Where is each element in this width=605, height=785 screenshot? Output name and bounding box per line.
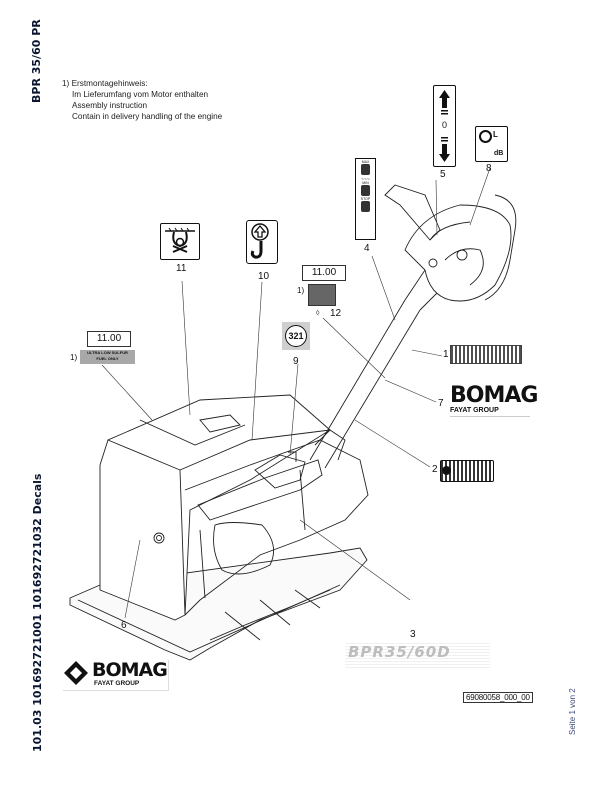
turtle-icon: [361, 185, 370, 196]
decal-1-warnings: [450, 345, 522, 364]
throttle-stop-label: STOP: [360, 197, 371, 201]
footnote-marker-12: 1): [297, 286, 305, 295]
price-box-fuel: 11.00: [87, 331, 131, 347]
decal-side-stripe: BPR35/60D: [345, 643, 490, 668]
handle-shaft: [309, 299, 421, 469]
callout-9: 9: [293, 356, 299, 367]
decal-10-lifting-point: [246, 220, 278, 264]
callout-3: 3: [410, 629, 416, 640]
callout-4: 4: [364, 243, 370, 254]
decal-9-text: 321: [285, 325, 307, 347]
decal-5-direction: 0: [433, 85, 456, 167]
decal-11-lift-warning: [160, 223, 200, 260]
footer-bomag-wordmark: BOMAG: [92, 659, 168, 681]
price-box-decal-12: 11.00: [302, 265, 346, 281]
crane-hook-icon: [250, 223, 269, 259]
callout-2: 2: [432, 464, 438, 475]
footnote-marker-fuel: 1): [70, 353, 78, 362]
throttle-lever: [384, 184, 441, 241]
sound-symbol: L: [493, 130, 498, 139]
side-stripe-text: BPR35/60D: [348, 643, 451, 661]
note-line-2: Im Lieferumfang vom Motor enthalten: [72, 90, 209, 99]
note-text: Erstmontagehinweis:: [71, 79, 148, 88]
note-line-4: Contain in delivery handling of the engi…: [72, 112, 223, 121]
footer-bomag-logo: BOMAG FAYAT GROUP: [63, 660, 169, 691]
callout-5: 5: [440, 169, 446, 180]
decal-fuel-only: ULTRA LOW SULFUR FUEL ONLY: [80, 350, 135, 364]
bomag-wordmark: BOMAG: [450, 383, 538, 408]
decal-9-badge: 321: [282, 322, 310, 350]
decal-8-sound-level: L dB: [475, 126, 508, 162]
lift-strap-icon: [165, 227, 195, 253]
handle-head: [404, 204, 512, 302]
note-line-3: Assembly instruction: [72, 101, 148, 110]
frame: [184, 439, 369, 616]
callout-10: 10: [258, 271, 270, 282]
decal-12-emission: [308, 284, 336, 306]
decal-2-instructions: [440, 460, 494, 482]
fuel-label-line-1: ULTRA LOW SULFUR: [87, 350, 128, 355]
callout-12: 12: [330, 308, 342, 319]
part-number: 69080058_000_00: [463, 692, 533, 703]
engine-housing: [99, 394, 331, 621]
fuel-label-line-2: FUEL ONLY: [96, 356, 119, 361]
throttle-min-label: MIN: [362, 181, 369, 185]
callout-6: 6: [121, 620, 127, 631]
callout-11: 11: [176, 263, 187, 274]
base-plate: [69, 547, 368, 661]
throttle-wave-icon: ∿∿∿: [361, 177, 370, 181]
forward-reverse-arrows-icon: [439, 90, 450, 162]
decal-4-throttle: MAX ∿∿∿ MIN STOP: [355, 158, 376, 240]
callout-8: 8: [486, 163, 492, 174]
assembly-note: 1) Erstmontagehinweis: Im Lieferumfang v…: [62, 78, 222, 122]
warning-dot-icon: [442, 466, 451, 475]
footer-fayat-group: FAYAT GROUP: [94, 680, 140, 687]
small-part-icon: ◊: [316, 310, 320, 317]
note-marker: 1): [62, 79, 70, 88]
stop-icon: [361, 201, 370, 212]
decal-7-bomag-logo: BOMAG FAYAT GROUP: [450, 383, 538, 417]
leader-lines: [101, 167, 491, 619]
direction-center-label: 0: [441, 120, 447, 130]
callout-7: 7: [438, 398, 444, 409]
sound-unit: dB: [494, 150, 504, 157]
sound-gear-icon: [479, 130, 492, 143]
callout-1: 1: [443, 349, 449, 360]
rabbit-icon: [361, 164, 370, 175]
note-line-1: 1) Erstmontagehinweis:: [62, 78, 222, 89]
bomag-diamond-icon: [64, 661, 88, 685]
fayat-group-text: FAYAT GROUP: [450, 407, 530, 417]
throttle-max-label: MAX: [361, 160, 370, 164]
